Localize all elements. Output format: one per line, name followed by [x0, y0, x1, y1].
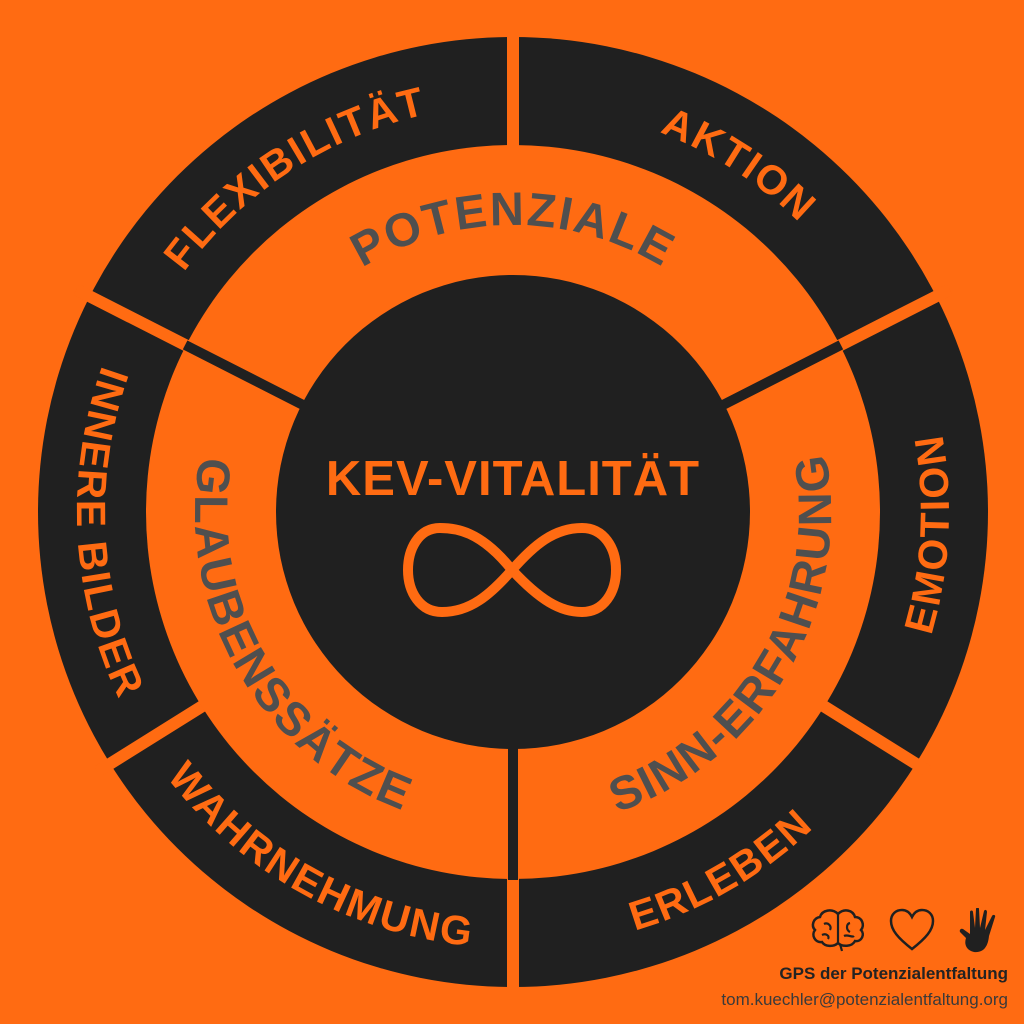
outer-separator: [831, 284, 953, 354]
hand-icon: [959, 908, 996, 953]
outer-ring-separators: [73, 22, 953, 1002]
middle-separator: [182, 340, 311, 413]
footer-email[interactable]: tom.kuechler@potenzialentfaltung.org: [721, 990, 1008, 1009]
outer-separator: [815, 697, 932, 777]
center-circle: [276, 275, 750, 749]
brain-icon: [811, 909, 864, 952]
heart-icon: [889, 908, 935, 951]
middle-ring-separators: [182, 340, 844, 880]
center-title: KEV-VITALITÄT: [326, 452, 700, 506]
footer-icons: [721, 908, 1002, 954]
infinity-icon: [402, 522, 622, 618]
outer-separator: [73, 284, 195, 354]
footer: GPS der Potenzialentfaltung tom.kuechler…: [721, 908, 1008, 1010]
outer-separator: [94, 697, 211, 777]
middle-separator: [715, 340, 844, 413]
footer-title: GPS der Potenzialentfaltung: [779, 964, 1008, 983]
